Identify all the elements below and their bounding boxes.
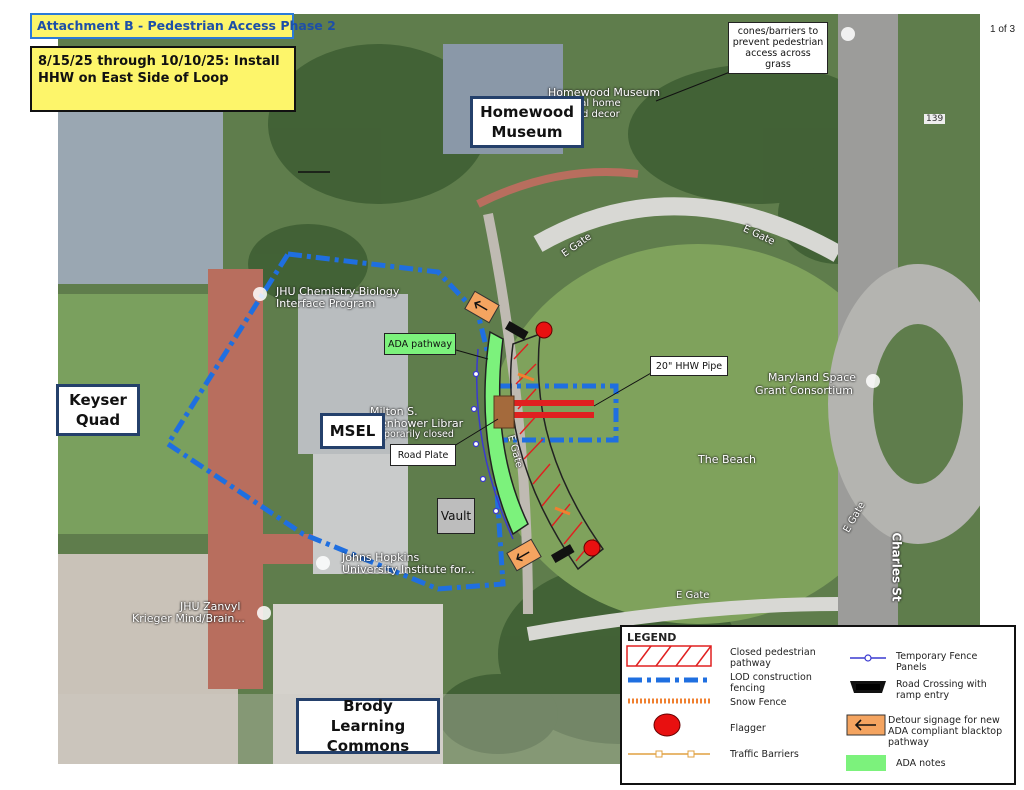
left-building-roof [58, 84, 223, 284]
hhw-leader [593, 368, 659, 407]
legend-temp-fence-label: Temporary Fence Panels [896, 651, 978, 673]
snow-fence-marks [517, 372, 571, 516]
legend-ada-swatch [846, 755, 886, 771]
vault-callout: Vault [437, 498, 475, 534]
legend-lod-symbol [628, 677, 710, 683]
label-jh-institute-1: Johns Hopkins [342, 551, 420, 564]
lower-gate-road [526, 597, 839, 641]
label-closed: porarily closed [384, 429, 454, 440]
label-maryland-space: Maryland Space [768, 371, 857, 384]
ada-pathway-callout: ADA pathway [384, 333, 456, 355]
label-homewood-museum-pin: Homewood Museum [548, 86, 661, 99]
road-crossing-bottom [550, 544, 575, 563]
legend-traffic-barrier-symbol [628, 750, 710, 758]
legend-road-crossing-label: Road Crossing with ramp entry [896, 679, 987, 701]
legend-detour-label: Detour signage for new ADA compliant bla… [888, 715, 1003, 748]
legend-closed-path-label: Closed pedestrian pathway [730, 647, 816, 669]
label-eisenhower: enhower Librar [380, 417, 464, 430]
museum-path [476, 168, 639, 208]
legend-traffic-barrier-label: Traffic Barriers [730, 749, 799, 760]
label-grant: Grant Consortium [755, 384, 853, 397]
keyser-quad-box: Keyser Quad [56, 384, 140, 436]
label-zanvyl-1: JHU Zanvyl [180, 600, 241, 613]
legend-title: LEGEND [627, 631, 677, 644]
label-e-gate-4: E Gate [676, 590, 710, 601]
arrow-left-icon [846, 714, 886, 736]
flagger-bottom [583, 539, 601, 557]
ada-leader [455, 349, 489, 360]
e-gate-road [533, 197, 843, 262]
label-jh-institute-2: University Institute for... [342, 563, 475, 576]
beach-lawn [488, 244, 908, 624]
legend-temp-fence-symbol [850, 654, 886, 662]
detour-sign-top [464, 290, 500, 324]
label-decor: d decor [582, 109, 620, 120]
flagger-icon [653, 713, 681, 737]
legend-snow-fence-label: Snow Fence [730, 697, 787, 708]
legend-flagger-label: Flagger [730, 723, 766, 734]
msel-box: MSEL [320, 413, 385, 449]
label-jhu-chem: JHU Chemistry-Biology [276, 285, 400, 298]
attachment-title: Attachment B - Pedestrian Access Phase 2 [30, 13, 336, 39]
map-pin-icon [253, 27, 880, 620]
label-zanvyl-2: Krieger Mind/Brain... [132, 612, 245, 625]
schedule-note: 8/15/25 through 10/10/25: Install HHW on… [30, 46, 296, 112]
label-route-139: 139 [924, 114, 946, 124]
road-plate-callout: Road Plate [390, 444, 456, 466]
road-crossing-icon [850, 681, 886, 693]
legend-lod-label: LOD construction fencing [730, 672, 812, 694]
detour-sign-bottom [506, 538, 542, 572]
hhw-pipe-lower [494, 412, 594, 418]
roundabout-center [873, 324, 963, 484]
temp-fence-posts [470, 370, 500, 515]
road-plate [493, 395, 515, 429]
cones-callout: cones/barriers to prevent pedestrian acc… [728, 22, 828, 74]
legend-ada-label: ADA notes [896, 758, 946, 769]
homewood-museum-box: Homewood Museum [470, 96, 584, 148]
legend: LEGEND Closed pedestrian pathway LOD con… [620, 625, 1016, 785]
hhw-pipe-callout: 20" HHW Pipe [650, 356, 728, 376]
page-number: 1 of 3 [990, 24, 1016, 35]
legend-snow-fence-symbol [628, 698, 710, 704]
road-crossing-top [504, 321, 529, 340]
label-federal-home: eral home [570, 98, 621, 109]
label-charles-st: Charles St [889, 532, 904, 602]
brody-box: Brody Learning Commons [296, 697, 440, 755]
msel-roof-lower [313, 454, 408, 574]
label-the-beach: The Beach [698, 453, 757, 466]
flagger-top [535, 321, 553, 339]
legend-closed-path-symbol [626, 645, 712, 667]
plate-leader [453, 418, 499, 447]
cones-leader [655, 71, 731, 102]
lod-construction-fence [164, 251, 506, 592]
ada-green-path [484, 330, 529, 536]
hhw-pipe-upper [494, 400, 594, 406]
label-interface: Interface Program [276, 297, 376, 310]
